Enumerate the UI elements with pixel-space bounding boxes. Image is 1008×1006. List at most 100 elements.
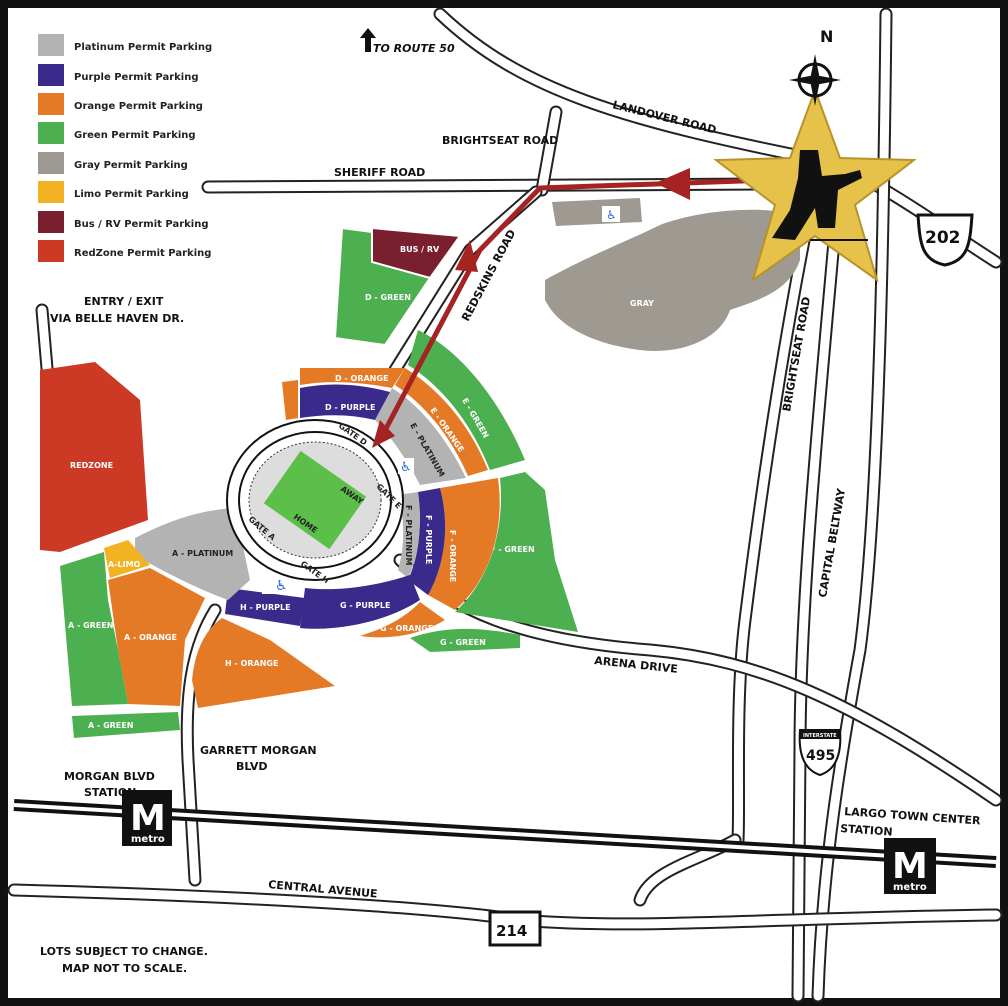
lot-f-orange-label: F - ORANGE	[448, 530, 457, 582]
accessible-parking-icon-e: ♿	[400, 460, 412, 475]
lot-redzone	[40, 362, 148, 552]
metro-word-1: metro	[131, 834, 165, 845]
legend-label-green: Green Permit Parking	[74, 130, 196, 141]
lot-redzone-label: REDZONE	[70, 461, 113, 470]
lot-d-orange-label: D - ORANGE	[335, 374, 388, 383]
accessible-parking-glyph: ♿	[606, 208, 617, 222]
garrett-morgan-label-line2: BLVD	[236, 760, 268, 773]
compass-north: N	[820, 27, 833, 46]
lot-d-orange	[300, 368, 405, 388]
us-202-shield: 202	[916, 213, 974, 267]
lot-a-green-small	[72, 712, 180, 738]
md-214-number: 214	[496, 922, 527, 940]
i-495-number: 495	[806, 748, 835, 764]
us-202-number: 202	[925, 228, 961, 248]
lot-a-platinum-label: A - PLATINUM	[172, 549, 233, 558]
lot-a-orange	[108, 568, 205, 706]
legend-label-platinum: Platinum Permit Parking	[74, 42, 212, 53]
lot-a-platinum	[135, 508, 250, 600]
brightseat-road-top-label: BRIGHTSEAT ROAD	[442, 134, 558, 147]
kneeling-figure-icon	[772, 150, 862, 240]
garrett-morgan-label-line1: GARRETT MORGAN	[200, 744, 317, 757]
lot-h-orange-label: H - ORANGE	[225, 659, 278, 668]
lot-gray-label: GRAY	[630, 299, 654, 308]
lot-a-limo	[104, 540, 150, 578]
lot-g-green	[410, 628, 520, 652]
lot-e-accessible-area	[398, 458, 414, 474]
metro-m-letter-2: M	[892, 846, 928, 887]
disclaimer-line1: LOTS SUBJECT TO CHANGE.	[40, 945, 208, 958]
lot-a-orange-label: A - ORANGE	[124, 633, 177, 642]
route-arrow	[372, 168, 771, 448]
legend: Platinum Permit Parking Purple Permit Pa…	[38, 34, 212, 262]
lot-bus-rv-label: BUS / RV	[400, 245, 440, 254]
lot-d-orange-sliver	[282, 380, 298, 420]
compass-rose: N	[789, 27, 841, 106]
lot-g-orange	[360, 602, 445, 638]
lot-d-purple	[300, 384, 390, 420]
metro-rail-line	[13, 799, 997, 868]
i-495-shield: INTERSTATE 495	[798, 729, 842, 777]
legend-label-orange: Orange Permit Parking	[74, 101, 203, 112]
lot-h-purple-label: H - PURPLE	[240, 603, 291, 612]
lot-gray	[545, 209, 800, 351]
legend-swatch-redzone	[38, 240, 64, 262]
legend-label-redzone: RedZone Permit Parking	[74, 248, 211, 259]
lot-h-purple	[225, 588, 305, 626]
metro-word-2: metro	[893, 882, 927, 893]
legend-swatch-gray	[38, 152, 64, 174]
lot-h-orange	[192, 618, 335, 708]
football-field	[263, 450, 367, 550]
md-214-shield: 214	[488, 910, 542, 947]
legend-label-limo: Limo Permit Parking	[74, 189, 189, 200]
lot-a-green	[60, 552, 128, 706]
lot-a-green-label: A - GREEN	[68, 621, 113, 630]
legend-label-bus-rv: Bus / RV Permit Parking	[74, 219, 208, 230]
lot-a-limo-label: A-LIMO	[108, 560, 141, 569]
lot-d-green-label: D - GREEN	[365, 293, 411, 302]
entry-exit-label-line2: VIA BELLE HAVEN DR.	[50, 312, 184, 325]
lot-d-green	[333, 226, 432, 347]
lot-f-platinum-label: F - PLATINUM	[404, 505, 413, 566]
lot-g-purple-label: G - PURPLE	[340, 601, 390, 610]
largo-station-label-line2: STATION	[840, 822, 893, 839]
metro-sign-morgan: M metro	[122, 790, 172, 846]
interstate-word: INTERSTATE	[803, 733, 837, 739]
route-50-pointer: TO ROUTE 50	[360, 28, 455, 55]
lot-e-orange	[395, 368, 488, 476]
accessible-parking-icon	[602, 206, 620, 222]
up-arrow-icon	[360, 28, 376, 52]
legend-swatch-bus-rv	[38, 211, 64, 233]
lot-f-green-label: F - GREEN	[490, 545, 535, 554]
lot-e-green	[408, 330, 525, 470]
metro-sign-largo: M metro	[884, 838, 936, 894]
legend-swatch-limo	[38, 181, 64, 203]
morgan-station-label-line2: STATION	[84, 786, 136, 799]
lot-f-purple	[408, 488, 446, 595]
stadium: GATE D GATE E GATE A GATE H AWAY HOME	[226, 419, 404, 585]
to-route-50-label: TO ROUTE 50	[373, 42, 455, 55]
star-logo	[713, 87, 917, 283]
disclaimer-line2: MAP NOT TO SCALE.	[62, 962, 187, 975]
accessible-parking-icon-h: ♿	[275, 578, 288, 594]
legend-swatch-orange	[38, 93, 64, 115]
lot-d-purple-label: D - PURPLE	[325, 403, 375, 412]
legend-swatch-green	[38, 122, 64, 144]
legend-label-purple: Purple Permit Parking	[74, 72, 198, 83]
lot-e-platinum	[375, 388, 466, 485]
morgan-station-label-line1: MORGAN BLVD	[64, 770, 155, 783]
lot-gray-north	[552, 198, 642, 226]
entry-exit-label-line1: ENTRY / EXIT	[84, 295, 164, 308]
lot-f-green	[455, 472, 578, 632]
lot-g-purple	[300, 575, 420, 629]
metro-m-letter-1: M	[130, 798, 166, 839]
lot-a-green-small-label: A - GREEN	[88, 721, 133, 730]
legend-label-gray: Gray Permit Parking	[74, 160, 188, 171]
lot-f-platinum	[398, 492, 420, 578]
lot-f-purple-label: F - PURPLE	[424, 515, 433, 564]
legend-swatch-platinum	[38, 34, 64, 56]
legend-swatch-purple	[38, 64, 64, 86]
lot-g-orange-label: G - ORANGE	[380, 624, 433, 633]
lot-f-orange	[428, 478, 500, 610]
